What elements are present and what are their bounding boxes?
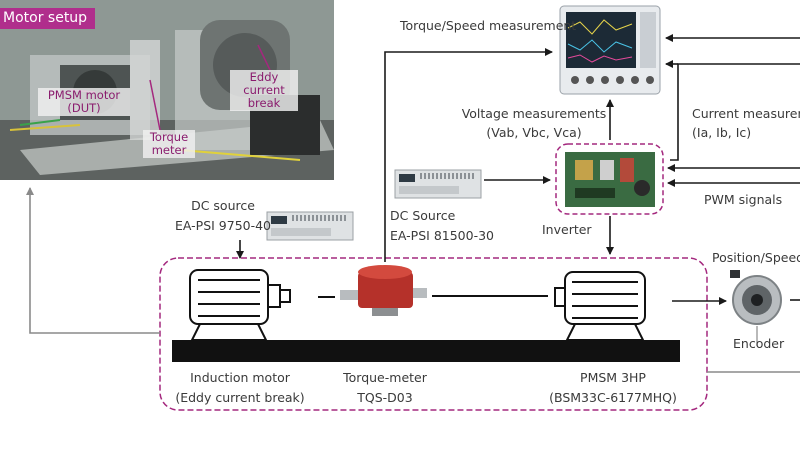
dc-source-1-icon — [266, 211, 354, 241]
inverter-label: Inverter — [542, 222, 592, 237]
pmsm-photo-label: PMSM motor (DUT) — [38, 88, 130, 116]
torque-meter-label: Torque-meter TQS-D03 — [343, 370, 427, 405]
torque-meter-icon — [340, 265, 427, 316]
assembly-frame — [159, 257, 708, 411]
inverter-frame — [555, 143, 664, 215]
pmsm-label: PMSM 3HP (BSM33C-6177MHQ) — [549, 370, 677, 405]
shaft-base — [172, 340, 680, 362]
dc-source-2-icon — [394, 169, 482, 199]
signal-arrows — [236, 34, 800, 305]
induction-motor-label: Induction motor (Eddy current break) — [175, 370, 305, 405]
current-measurements-label: Current measurements (Ia, Ib, Ic) — [692, 106, 800, 140]
motor-setup-photo: Motor setup PMSM motor (DUT) Torque mete… — [0, 0, 334, 180]
torque-speed-label: Torque/Speed measurement — [400, 18, 577, 33]
dc-source-2-label: DC Source EA-PSI 81500-30 — [390, 208, 494, 243]
feedback-lines — [26, 187, 800, 373]
torque-photo-label: Torque meter — [143, 130, 195, 158]
inverter-board-icon — [565, 152, 655, 207]
dc-source-1-label: DC source EA-PSI 9750-40 — [174, 198, 272, 233]
encoder-label: Encoder — [733, 336, 785, 351]
position-speed-label: Position/Speed — [712, 250, 800, 265]
pwm-signals-label: PWM signals — [704, 192, 783, 207]
voltage-measurements-label: Voltage measurements (Vab, Vbc, Vca) — [461, 106, 607, 140]
encoder-icon — [730, 270, 782, 325]
eddy-photo-label: Eddy current break — [230, 70, 298, 111]
pmsm-motor-icon — [554, 271, 646, 341]
oscilloscope-icon — [559, 5, 661, 95]
induction-motor-icon — [189, 269, 291, 341]
photo-title: Motor setup — [0, 8, 96, 29]
